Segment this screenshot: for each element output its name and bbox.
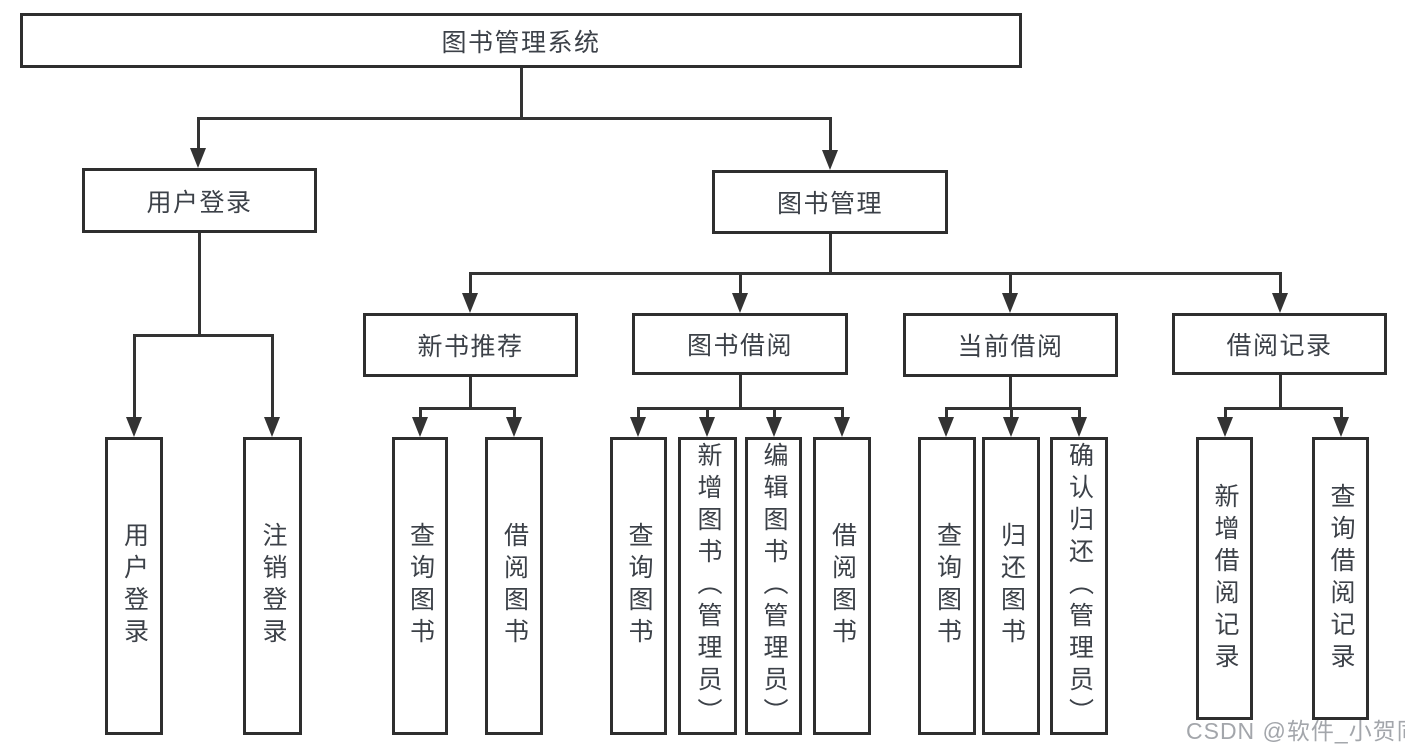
connector-line (468, 377, 472, 409)
connector-line (196, 118, 200, 152)
connector-line (636, 406, 844, 410)
connector-line (1009, 408, 1013, 421)
node-label: 用户登录 (120, 522, 149, 650)
arrow-down-icon (938, 417, 954, 437)
connector-line (418, 406, 516, 410)
node-label: 新增借阅记录 (1211, 482, 1239, 675)
node-v-query-book-a: 查询图书 (392, 437, 448, 735)
arrow-down-icon (190, 148, 206, 168)
arrow-down-icon (732, 293, 748, 313)
connector-line (944, 406, 1081, 410)
connector-line (468, 271, 1282, 275)
node-v-borrow-book-b: 借阅图书 (813, 437, 871, 735)
connector-line (1278, 375, 1282, 409)
arrow-down-icon (822, 150, 838, 170)
connector-line (828, 234, 832, 274)
connector-line (132, 333, 274, 337)
node-v-add-borrow-rec: 新增借阅记录 (1196, 437, 1253, 720)
node-borrow-records: 借阅记录 (1172, 313, 1387, 375)
node-label: 图书管理 (776, 190, 883, 218)
connector-line (1223, 406, 1343, 410)
node-label: 注销登录 (259, 522, 287, 650)
node-label: 查询借阅记录 (1327, 482, 1355, 675)
connector-line (636, 408, 640, 421)
connector-line (944, 408, 948, 421)
csdn-watermark: CSDN @软件_小贺同学 (1186, 718, 1405, 744)
node-label: 新书推荐 (417, 333, 524, 361)
node-v-add-book: 新增图书（管理员） (678, 437, 737, 735)
arrow-down-icon (630, 417, 646, 437)
connector-line (197, 233, 201, 336)
arrow-down-icon (264, 417, 280, 437)
node-label: 图书借阅 (686, 332, 793, 360)
node-label: 查询图书 (933, 522, 962, 650)
node-label: 图书管理系统 (441, 28, 601, 57)
connector-line (132, 335, 136, 421)
node-label: 借阅图书 (828, 522, 857, 650)
node-v-return-book: 归还图书 (982, 437, 1040, 735)
node-v-query-book-c: 查询图书 (918, 437, 976, 735)
node-label: 当前借阅 (957, 333, 1064, 361)
node-label: 编辑图书（管理员） (760, 442, 788, 730)
node-v-query-borrow-rec: 查询借阅记录 (1312, 437, 1369, 720)
arrow-down-icon (699, 417, 715, 437)
node-new-book-rec: 新书推荐 (363, 313, 578, 377)
arrow-down-icon (1002, 293, 1018, 313)
node-label: 查询图书 (625, 522, 653, 650)
connector-line (519, 68, 523, 120)
node-label: 查询图书 (406, 522, 435, 650)
connector-line (738, 375, 742, 409)
connector-line (1008, 273, 1012, 297)
connector-line (840, 408, 844, 421)
arrow-down-icon (1003, 417, 1019, 437)
connector-line (1339, 408, 1343, 421)
arrow-down-icon (126, 417, 142, 437)
connector-line (738, 273, 742, 297)
node-v-confirm-return: 确认归还（管理员） (1050, 437, 1108, 735)
connector-line (828, 118, 832, 154)
node-label: 借阅记录 (1226, 332, 1333, 360)
node-label: 借阅图书 (500, 522, 529, 650)
connector-line (1223, 408, 1227, 421)
node-label: 确认归还（管理员） (1065, 442, 1094, 730)
arrow-down-icon (462, 293, 478, 313)
node-v-logout: 注销登录 (243, 437, 302, 735)
connector-line (1077, 408, 1081, 421)
connector-line (512, 408, 516, 421)
arrow-down-icon (1217, 417, 1233, 437)
node-label: 新增图书（管理员） (694, 442, 722, 730)
arrow-down-icon (834, 417, 850, 437)
node-book-mgmt: 图书管理 (712, 170, 948, 234)
arrow-down-icon (1272, 293, 1288, 313)
node-label: 归还图书 (997, 522, 1026, 650)
connector-line (1278, 273, 1282, 297)
arrow-down-icon (1333, 417, 1349, 437)
node-label: 用户登录 (146, 188, 253, 217)
node-root: 图书管理系统 (20, 13, 1022, 68)
arrow-down-icon (412, 417, 428, 437)
node-v-query-book-b: 查询图书 (610, 437, 667, 735)
node-book-borrow: 图书借阅 (632, 313, 848, 375)
arrow-down-icon (766, 417, 782, 437)
connector-line (270, 335, 274, 421)
node-v-edit-book: 编辑图书（管理员） (745, 437, 802, 735)
arrow-down-icon (1071, 417, 1087, 437)
connector-line (196, 116, 832, 120)
connector-line (705, 408, 709, 421)
node-v-borrow-book-a: 借阅图书 (485, 437, 543, 735)
arrow-down-icon (506, 417, 522, 437)
node-user-login: 用户登录 (82, 168, 317, 233)
connector-line (1008, 377, 1012, 409)
connector-line (468, 273, 472, 297)
node-current-borrow: 当前借阅 (903, 313, 1118, 377)
connector-line (418, 408, 422, 421)
connector-line (772, 408, 776, 421)
node-v-user-login: 用户登录 (105, 437, 163, 735)
